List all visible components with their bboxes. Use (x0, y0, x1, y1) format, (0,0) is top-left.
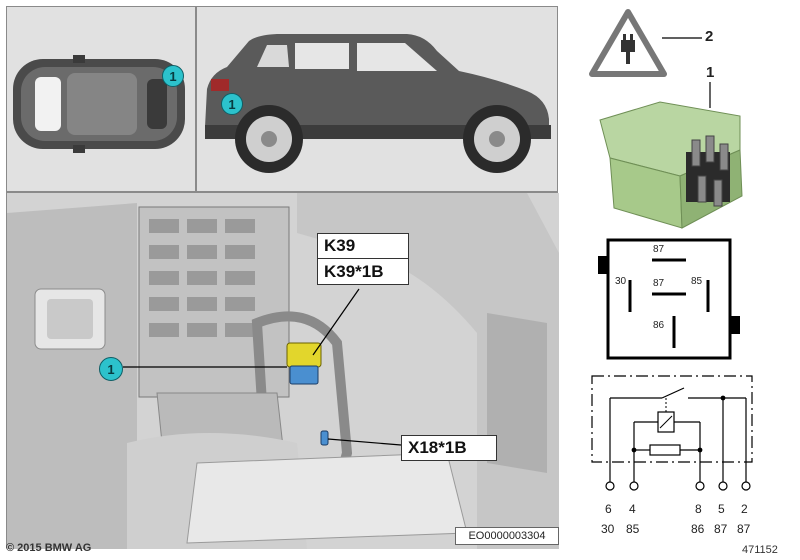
pin-label-87-middle: 87 (653, 278, 664, 289)
terminal-function: 87 (714, 522, 728, 536)
pin-label-text: 85 (691, 276, 703, 287)
relay-part-number: 1 (706, 64, 714, 81)
relay-circuit-schematic (591, 375, 753, 491)
terminal-8: 8 (695, 502, 702, 516)
relay-part-number-text: 1 (706, 64, 715, 81)
terminal-function: 87 (737, 522, 751, 536)
terminal-4: 4 (629, 502, 636, 516)
terminal-number: 8 (695, 502, 702, 516)
plug-warning-icon (589, 9, 667, 77)
callout-number: 1 (169, 68, 177, 84)
pin-label-text: 87 (653, 244, 665, 255)
top-view-panel: 1 (6, 6, 196, 192)
pin-label-text: 86 (653, 320, 665, 331)
callout-location-top: 1 (162, 65, 184, 87)
terminal-function: 85 (626, 522, 640, 536)
catalog-number: 471152 (742, 544, 778, 556)
pin-label-87-top: 87 (653, 244, 664, 255)
terminal-number: 2 (741, 502, 748, 516)
pin-label-30: 30 (615, 276, 626, 287)
relay-pinout-diagram (598, 238, 740, 360)
copyright-notice: © 2015 BMW AG (6, 542, 91, 554)
terminal-function-85: 85 (626, 522, 639, 536)
copyright-text: © 2015 BMW AG (6, 542, 92, 554)
terminal-number: 4 (629, 502, 636, 516)
pin-label-86: 86 (653, 320, 664, 331)
image-code: EO0000003304 (455, 527, 559, 545)
terminal-6: 6 (605, 502, 612, 516)
callout-relay-location: 1 (99, 357, 123, 381)
leader-line-icon (662, 37, 702, 39)
installation-detail-panel: 1 K39 K39*1B X18*1B EO0000003304 (6, 192, 559, 549)
terminal-function: 86 (691, 522, 705, 536)
terminal-number: 6 (605, 502, 612, 516)
side-view-panel: 1 (196, 6, 558, 192)
relay-name-text: K39 (324, 236, 356, 255)
catalog-number-text: 471152 (742, 544, 778, 556)
terminal-function-86: 86 (691, 522, 704, 536)
terminal-function: 30 (601, 522, 615, 536)
terminal-2: 2 (741, 502, 748, 516)
car-side-view-illustration (205, 34, 551, 173)
label-wire-connector: X18*1B (401, 435, 497, 461)
pin-label-text: 30 (615, 276, 627, 287)
icon-number-text: 2 (705, 28, 714, 45)
pin-label-text: 87 (653, 278, 665, 289)
terminal-number: 5 (718, 502, 725, 516)
car-top-view-illustration (13, 55, 185, 153)
label-relay-connector: K39*1B (317, 259, 409, 285)
icon-number: 2 (705, 28, 713, 45)
relay-connector-text: K39*1B (324, 261, 384, 281)
pin-label-85: 85 (691, 276, 702, 287)
terminal-function-30: 30 (601, 522, 614, 536)
wire-connector-text: X18*1B (408, 438, 467, 457)
installation-location-illustration (7, 193, 559, 549)
callout-location-side: 1 (221, 93, 243, 115)
terminal-function-87a: 87 (714, 522, 727, 536)
callout-number: 1 (107, 361, 115, 377)
relay-component-illustration (599, 82, 743, 229)
label-relay-name: K39 (317, 233, 409, 259)
image-code-text: EO0000003304 (468, 530, 546, 542)
terminal-function-87b: 87 (737, 522, 750, 536)
terminal-5: 5 (718, 502, 725, 516)
callout-number: 1 (228, 96, 236, 112)
